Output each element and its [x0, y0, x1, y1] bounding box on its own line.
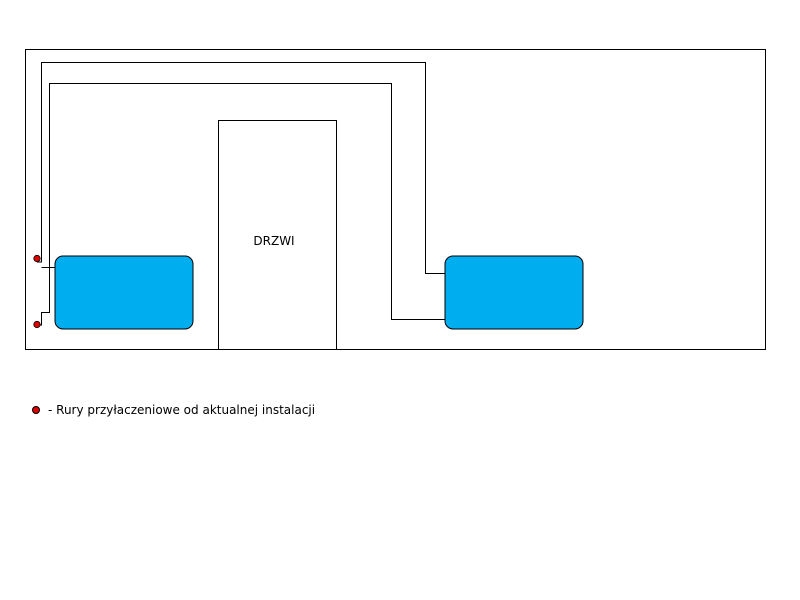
connection-point-upper	[33, 254, 41, 263]
legend: - Rury przyłaczeniowe od aktualnej insta…	[32, 402, 315, 418]
connection-point-lower	[33, 320, 41, 329]
room-wall	[25, 49, 766, 350]
radiator-right	[444, 255, 584, 330]
door-label: DRZWI	[253, 234, 294, 248]
pipe-outer	[37, 62, 445, 274]
connection-point-legend-icon	[32, 406, 40, 414]
legend-text: - Rury przyłaczeniowe od aktualnej insta…	[48, 403, 316, 417]
radiator-left	[54, 255, 194, 330]
pipe-inner	[37, 83, 445, 326]
door	[218, 120, 337, 350]
